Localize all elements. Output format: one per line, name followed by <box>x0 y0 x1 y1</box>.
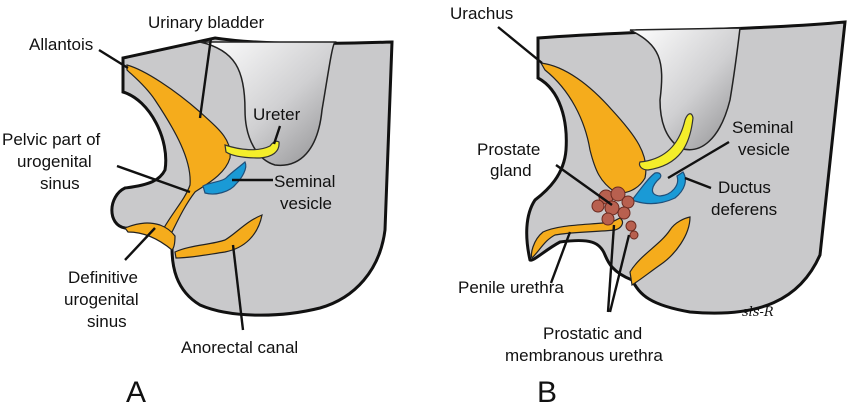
leader-ductus <box>684 176 712 190</box>
panel-a: Urinary bladder Allantois Ureter Pelvic … <box>2 13 394 407</box>
panel-letter-a: A <box>126 376 146 407</box>
leader-allantois <box>98 48 129 70</box>
anorectal-canal-b <box>629 216 691 286</box>
label-penile-urethra: Penile urethra <box>458 278 564 297</box>
label-urinary-bladder: Urinary bladder <box>148 13 265 32</box>
label-prostate-1: Prostate <box>477 140 540 159</box>
panel-letter-b: B <box>537 376 557 407</box>
label-seminal-vesicle-a-1: Seminal <box>274 172 335 191</box>
definitive-urogenital-sinus-a <box>124 222 176 251</box>
label-seminal-vesicle-a-2: vesicle <box>280 194 332 213</box>
leader-pelvic-part <box>116 164 191 194</box>
label-definitive-1: Definitive <box>68 268 138 287</box>
seminal-vesicle-a <box>202 161 247 195</box>
label-prostatic-2: membranous urethra <box>505 346 663 365</box>
label-ureter: Ureter <box>253 105 301 124</box>
label-definitive-3: sinus <box>87 312 127 331</box>
penile-urethra-b <box>530 217 624 259</box>
leader-urinary-bladder <box>198 37 213 119</box>
seminal-vesicle-b <box>631 171 686 205</box>
label-allantois: Allantois <box>29 35 93 54</box>
leader-anorectal <box>231 244 245 331</box>
leader-seminal-vesicle-b <box>667 140 730 180</box>
leader-prostate <box>555 164 613 206</box>
label-seminal-vesicle-b-1: Seminal <box>732 118 793 137</box>
label-ductus-2: deferens <box>711 200 777 219</box>
prostate-gland-b <box>591 186 639 240</box>
leader-urachus <box>497 26 543 64</box>
peritoneal-cavity-a <box>199 41 337 167</box>
leader-ureter <box>272 125 282 145</box>
anorectal-canal-a <box>174 214 263 259</box>
panel-b: Urachus Prostate gland Seminal vesicle D… <box>450 4 847 407</box>
label-urachus: Urachus <box>450 4 513 23</box>
leader-definitive-sinus <box>124 227 156 261</box>
leader-penile-urethra <box>549 231 572 284</box>
label-definitive-2: urogenital <box>64 290 139 309</box>
label-pelvic-part-3: sinus <box>40 174 80 193</box>
bladder-b <box>539 62 647 194</box>
label-pelvic-part-2: urogenital <box>17 152 92 171</box>
artist-signature: sls-R <box>742 305 774 320</box>
label-anorectal: Anorectal canal <box>181 338 298 357</box>
ureter-a <box>224 140 280 159</box>
label-seminal-vesicle-b-2: vesicle <box>738 140 790 159</box>
label-prostatic-1: Prostatic and <box>543 324 642 343</box>
leader-prostatic-1 <box>606 224 616 313</box>
label-prostate-2: gland <box>490 161 532 180</box>
label-pelvic-part-1: Pelvic part of <box>2 130 101 149</box>
ureter-b <box>638 113 694 171</box>
label-ductus-1: Ductus <box>718 178 771 197</box>
leader-prostatic-2 <box>608 234 631 313</box>
